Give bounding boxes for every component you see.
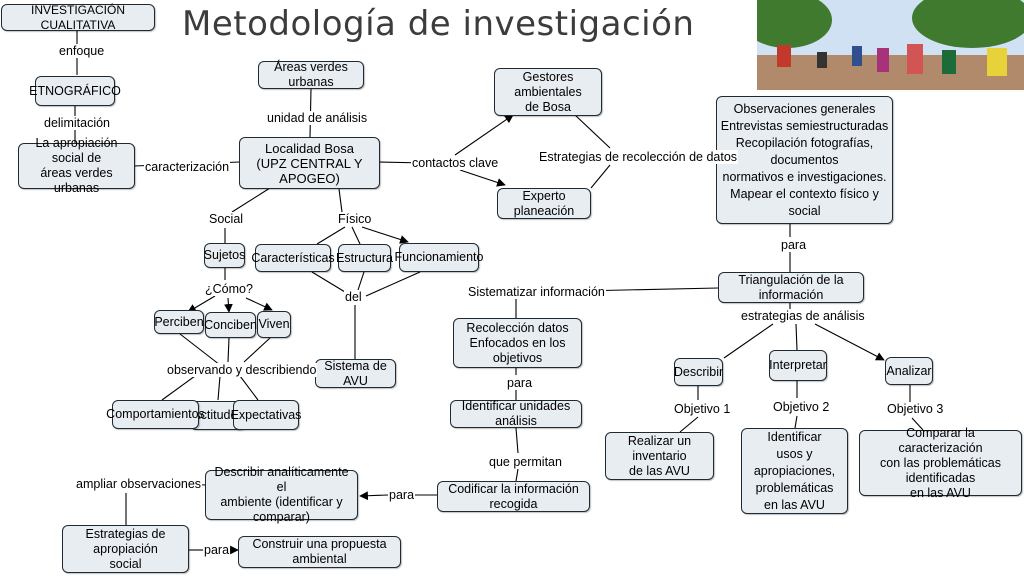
node-analizar: Analizar xyxy=(885,357,933,385)
node-describir-analiticamente: Describir analíticamente el ambiente (id… xyxy=(205,470,358,520)
node-realizar-inventario: Realizar un inventario de las AVU xyxy=(605,432,714,480)
node-triangulacion: Triangulación de la información xyxy=(718,272,864,303)
link-label-contactos-clave: contactos clave xyxy=(411,156,499,170)
node-sistema-avu: Sistema de AVU xyxy=(315,359,396,388)
node-etnografico: ETNOGRÁFICO xyxy=(35,76,115,106)
link-label-sistematizar: Sistematizar información xyxy=(467,285,606,299)
link-label-objetivo-1: Objetivo 1 xyxy=(673,402,731,416)
link-label-caracterizacion: caracterización xyxy=(144,160,230,174)
node-investigacion-cualitativa: INVESTIGACIÓN CUALITATIVA xyxy=(1,4,155,31)
link-label-delimitacion: delimitación xyxy=(43,116,111,130)
link-label-para-observaciones: para xyxy=(780,238,807,252)
link-label-unidad-analisis: unidad de análisis xyxy=(266,111,368,125)
link-label-que-permitan: que permitan xyxy=(488,455,563,469)
link-label-fisico: Físico xyxy=(337,212,372,226)
node-propuesta-ambiental: Construir una propuesta ambiental xyxy=(238,536,401,568)
node-recoleccion-datos: Recolección datos Enfocados en los objet… xyxy=(453,318,582,368)
link-label-para-codificar: para xyxy=(388,488,415,502)
node-identificar-unidades: Identificar unidades análisis xyxy=(450,400,582,428)
node-interpretar: Interpretar xyxy=(769,350,827,381)
node-experto-planeacion: Experto planeación xyxy=(497,188,591,219)
link-label-para-recoleccion: para xyxy=(506,376,533,390)
node-caracteristicas: Características xyxy=(255,244,331,272)
node-comparar-caracterizacion: Comparar la caracterización con las prob… xyxy=(859,430,1022,496)
node-apropiacion-social: La apropiación social de áreas verdes ur… xyxy=(18,143,135,189)
link-label-como: ¿Cómo? xyxy=(204,282,254,296)
link-label-objetivo-3: Objetivo 3 xyxy=(886,402,944,416)
node-viven: Viven xyxy=(257,311,291,338)
node-estructura: Estructura xyxy=(338,244,391,272)
node-expectativas: Expectativas xyxy=(233,400,299,430)
link-label-objetivo-2: Objetivo 2 xyxy=(772,400,830,414)
node-perciben: Perciben xyxy=(154,310,204,334)
link-label-observando: observando y describiendo xyxy=(166,363,317,377)
node-observaciones-generales: Observaciones generales Entrevistas semi… xyxy=(716,96,893,224)
node-areas-verdes-urbanas: Áreas verdes urbanas xyxy=(258,61,364,89)
node-sujetos: Sujetos xyxy=(204,243,245,268)
node-describir: Describir xyxy=(674,358,723,386)
node-codificar-informacion: Codificar la información recogida xyxy=(437,481,590,512)
node-conciben: Conciben xyxy=(205,312,256,338)
node-funcionamiento: Funcionamiento xyxy=(399,243,479,272)
node-localidad-bosa: Localidad Bosa (UPZ CENTRAL Y APOGEO) xyxy=(239,137,380,189)
link-label-para-estrategias: para xyxy=(203,543,230,557)
node-gestores-ambientales: Gestores ambientales de Bosa xyxy=(494,68,602,116)
node-comportamientos: Comportamientos xyxy=(112,400,199,429)
link-label-ampliar: ampliar observaciones xyxy=(75,477,202,491)
node-identificar-usos: Identificar usos y apropiaciones, proble… xyxy=(741,428,848,514)
link-label-del: del xyxy=(344,290,363,304)
link-label-social: Social xyxy=(208,212,244,226)
node-estrategias-apropiacion: Estrategias de apropiación social xyxy=(62,525,189,573)
link-label-estrategias-analisis: estrategias de análisis xyxy=(740,309,866,323)
link-label-estrategias-recoleccion: Estrategias de recolección de datos xyxy=(538,150,738,164)
link-label-enfoque: enfoque xyxy=(58,44,105,58)
